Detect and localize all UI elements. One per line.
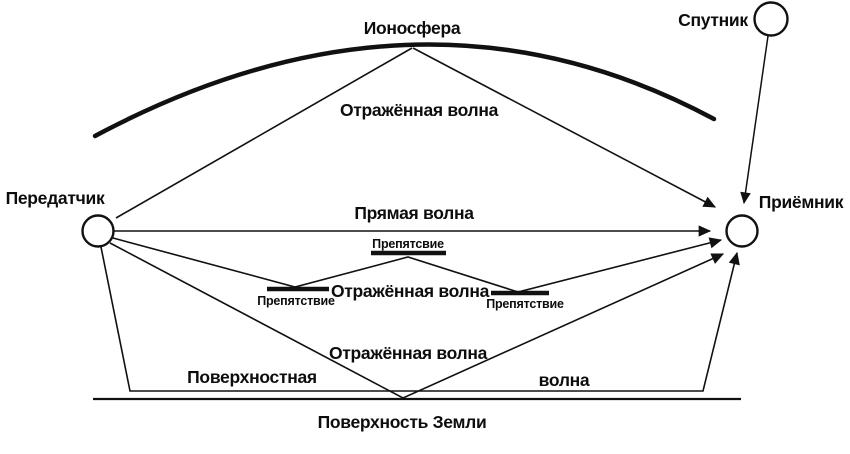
transmitter-node — [81, 214, 115, 248]
surface-wave-label-left: Поверхностная — [187, 367, 317, 387]
satellite-node — [753, 1, 789, 37]
ionosphere-label: Ионосфера — [364, 18, 461, 38]
earth-surface-label: Поверхность Земли — [318, 412, 487, 432]
sky-wave-down-line — [412, 47, 717, 208]
obstacle-reflected-wave-label: Отражённая волна — [331, 281, 490, 301]
ionosphere-arc — [92, 42, 717, 139]
receiver-node — [725, 214, 759, 248]
obstacle-right-label: Препятствие — [486, 297, 564, 311]
obstacle-middle-label: Препятсвие — [372, 237, 444, 251]
receiver-label: Приёмник — [759, 192, 844, 212]
surface-wave-label-right: волна — [539, 370, 590, 390]
direct-wave-label: Прямая волна — [354, 203, 474, 223]
surface-wave-path — [100, 246, 740, 392]
satellite-link-line — [740, 35, 769, 205]
transmitter-label: Передатчик — [6, 188, 105, 208]
sky-reflected-wave-label: Отражённая волна — [340, 100, 499, 120]
ground-reflected-wave-label: Отражённая волна — [329, 343, 488, 363]
satellite-label: Спутник — [678, 10, 748, 30]
sky-wave-up-line — [115, 47, 413, 219]
obstacle-reflected-wave-path — [112, 237, 723, 293]
obstacle-left-label: Препятствие — [257, 294, 335, 308]
